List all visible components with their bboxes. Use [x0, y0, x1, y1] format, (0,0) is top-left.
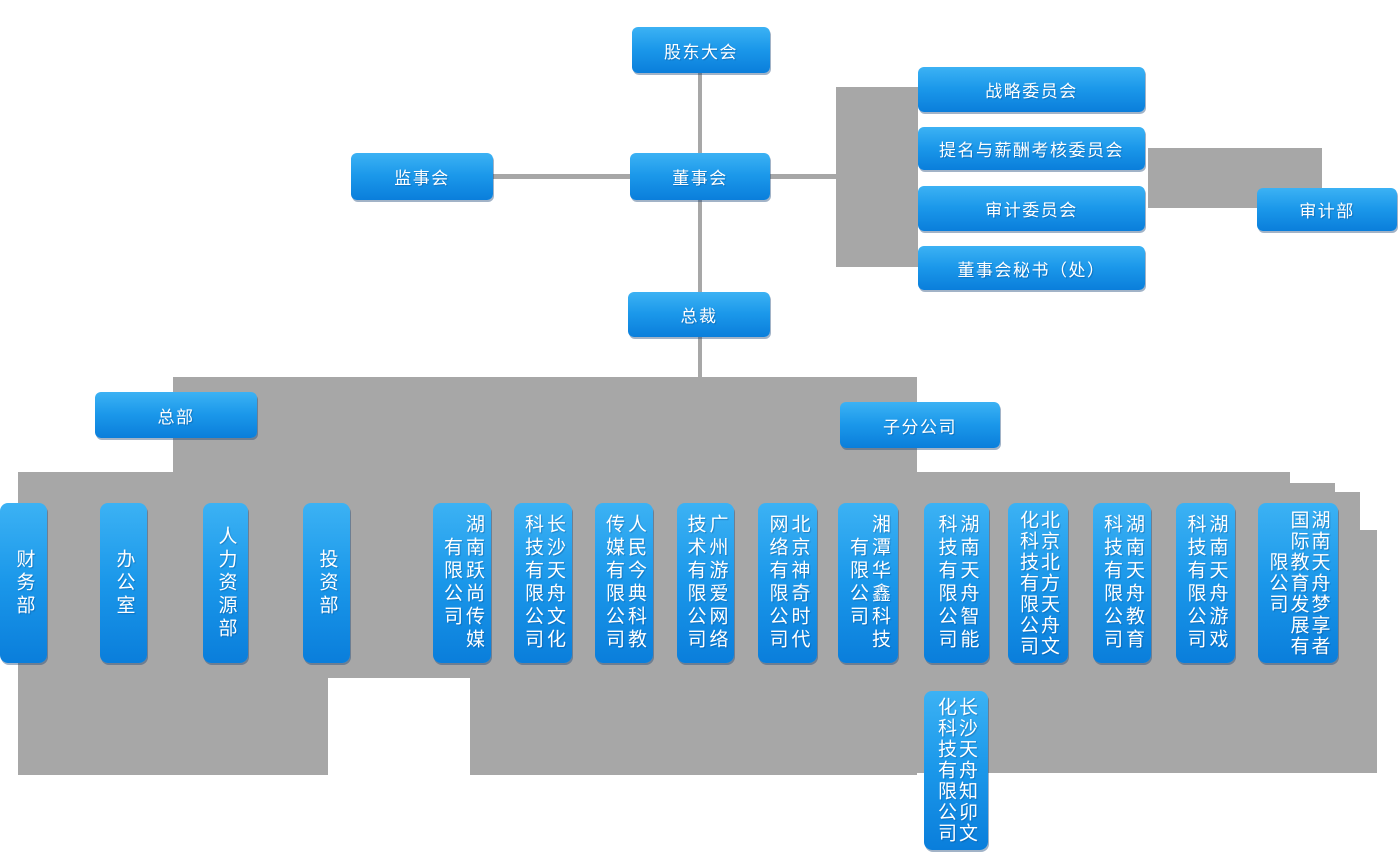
node-headquarters: 总部 [95, 392, 257, 438]
connector-block-step3 [1360, 530, 1377, 773]
node-dept-office: 办公室 [100, 503, 147, 663]
connector-board-president [698, 200, 702, 292]
node-company-hunan-tianzhou-game: 湖南天舟游戏科技有限公司 [1176, 503, 1235, 663]
node-label: 长沙天舟知卯文化科技有限公司 [935, 697, 977, 844]
connector-gap [328, 678, 470, 775]
node-board-of-directors: 董事会 [630, 153, 770, 200]
node-supervisory-board: 监事会 [351, 153, 493, 200]
node-label: 北京北方天舟文化科技有限公司 [1017, 509, 1059, 657]
connector-shareholders-board [698, 73, 702, 153]
node-company-hunan-tianzhou-mengxiangzhe: 湖南天舟梦享者国际教育发展有限公司 [1258, 503, 1338, 663]
node-audit-committee: 审计委员会 [918, 186, 1145, 231]
node-company-renmin-jindian-media: 人民今典科教传媒有限公司 [595, 503, 653, 663]
node-company-hunan-tianzhou-education: 湖南天舟教育科技有限公司 [1093, 503, 1151, 663]
node-label: 人民今典科教传媒有限公司 [603, 514, 646, 652]
node-audit-department: 审计部 [1257, 188, 1397, 231]
connector-president-lower [698, 337, 702, 377]
node-company-changsha-tianzhou-culture: 长沙天舟文化科技有限公司 [514, 503, 572, 663]
node-company-changsha-tianzhou-zhimao: 长沙天舟知卯文化科技有限公司 [924, 691, 988, 850]
node-strategy-committee: 战略委员会 [918, 67, 1145, 112]
node-label: 湖南天舟游戏科技有限公司 [1184, 514, 1228, 652]
node-company-hunan-tianzhou-zhineng: 湖南天舟智能科技有限公司 [924, 503, 989, 663]
node-label: 湖南天舟智能科技有限公司 [935, 514, 979, 652]
node-label: 湖南天舟梦享者国际教育发展有限公司 [1266, 509, 1330, 657]
node-label: 办公室 [113, 548, 135, 618]
node-label: 北京神奇时代网络有限公司 [766, 514, 810, 652]
connector-board-committees [770, 174, 836, 179]
node-label: 投资部 [316, 548, 338, 618]
node-president: 总裁 [628, 292, 770, 337]
node-dept-hr: 人力资源部 [203, 503, 248, 663]
connector-committees-bar [836, 87, 918, 267]
node-label: 湘潭华鑫科技有限公司 [847, 514, 890, 652]
node-label: 湖南跃尚传媒有限公司 [441, 514, 484, 652]
node-label: 财务部 [13, 548, 35, 618]
node-company-hunan-yueshang-media: 湖南跃尚传媒有限公司 [433, 503, 491, 663]
node-label: 广州游爱网络技术有限公司 [684, 514, 728, 652]
node-dept-finance: 财务部 [0, 503, 47, 663]
connector-supervisory-board [493, 174, 630, 179]
node-company-guangzhou-youai-network: 广州游爱网络技术有限公司 [677, 503, 734, 663]
node-shareholders-meeting: 股东大会 [632, 27, 770, 73]
node-company-beijing-beifang-tianzhou: 北京北方天舟文化科技有限公司 [1008, 503, 1068, 663]
node-board-secretary-office: 董事会秘书（处） [918, 246, 1145, 290]
node-label: 人力资源部 [215, 525, 237, 641]
node-company-xiangtan-huaxin: 湘潭华鑫科技有限公司 [838, 503, 898, 663]
node-subsidiaries: 子分公司 [840, 402, 1000, 448]
node-company-beijing-shenqi-shidai: 北京神奇时代网络有限公司 [758, 503, 817, 663]
node-label: 湖南天舟教育科技有限公司 [1101, 514, 1144, 652]
node-nomination-remuneration-committee: 提名与薪酬考核委员会 [918, 127, 1145, 170]
node-label: 长沙天舟文化科技有限公司 [522, 514, 565, 652]
node-dept-investment: 投资部 [303, 503, 350, 663]
connector-block-step2 [1335, 492, 1360, 773]
